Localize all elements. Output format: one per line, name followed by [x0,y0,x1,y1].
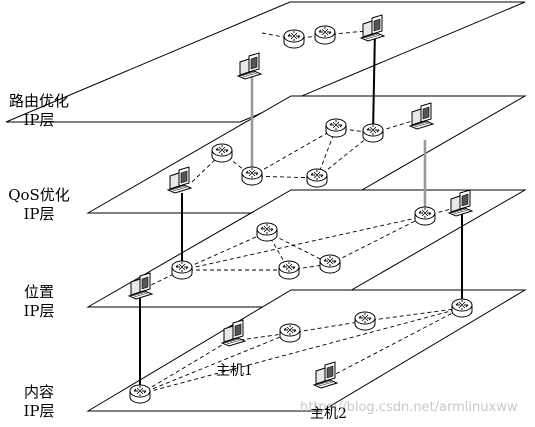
router-icon [256,222,278,242]
router-icon [325,118,347,138]
router-icon [362,123,384,143]
layer-label-routing: 路由优化 IP层 [0,92,78,130]
layer-label-content: 内容 IP层 [0,383,78,421]
layer-planes [5,1,527,412]
plane-content-layer [86,289,527,412]
router-icon [354,311,376,331]
watermark-text: https://blog.csdn.net/armlinuxww [300,400,518,415]
layer-label-qos: QoS优化 IP层 [0,186,78,224]
vertical-links [139,29,463,394]
router-icon [129,384,151,404]
layer-label-location: 位置 IP层 [0,283,78,321]
host1-label: 主机1 [216,363,253,379]
layer-label-content-line1: 内容 [23,383,54,401]
router-icon [414,206,436,226]
router-icon [306,168,328,188]
layer-label-content-line2: IP层 [23,402,55,420]
plane-routing-layer [5,1,526,123]
router-icon [211,143,233,163]
layer-label-qos-line1: QoS优化 [8,186,70,204]
layer-label-location-line2: IP层 [23,302,55,320]
router-icon [279,323,301,343]
layer-label-location-line1: 位置 [23,283,54,301]
host2-label: 主机2 [310,406,347,422]
layer-label-qos-line2: IP层 [23,205,55,223]
router-icon [171,260,193,280]
router-icon [278,260,300,280]
router-icon [451,298,473,318]
host1-computer-icon [221,319,246,347]
router-icon [241,166,263,186]
layer-label-routing-line1: 路由优化 [8,92,69,110]
computer-icon [128,272,153,300]
layer-label-routing-line2: IP层 [23,111,55,129]
router-icon [314,25,336,45]
router-icon [319,254,341,274]
router-icon [283,29,305,49]
